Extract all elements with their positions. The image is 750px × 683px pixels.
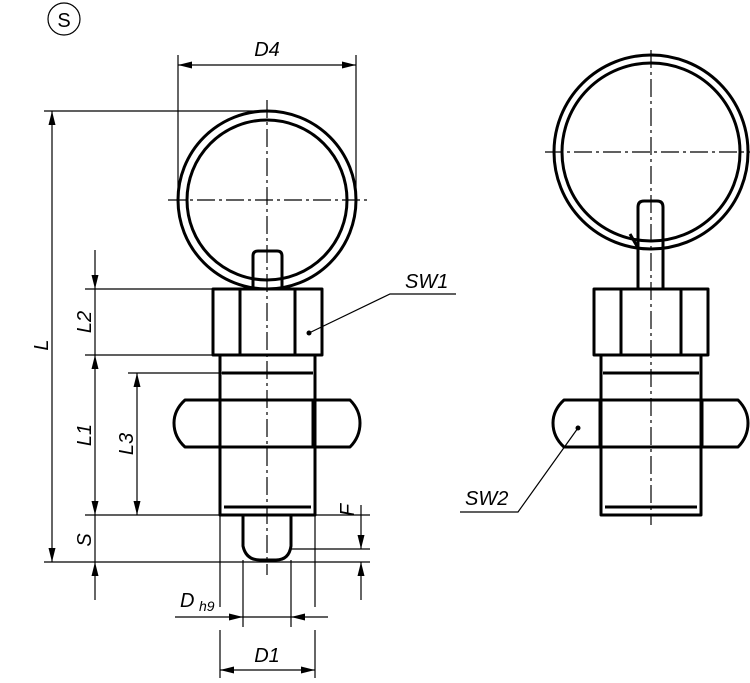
dimensions: D4 L L2 L1 L3 S F D h9 D1 [31,39,581,678]
dim-D: D [180,590,194,612]
dim-S: S [74,533,96,547]
front-view [545,50,750,525]
stainless-symbol: S [47,2,81,36]
lock-nut [172,398,362,449]
dim-SW2: SW2 [465,488,508,510]
dim-F: F [337,502,359,516]
plunger-pin [241,515,293,562]
dim-L3: L3 [116,433,138,455]
dim-L2: L2 [74,311,96,333]
dim-D-tolerance: h9 [199,598,215,614]
dim-D4: D4 [254,39,280,61]
dim-D1: D1 [254,645,280,667]
dim-L1: L1 [74,424,96,446]
side-view [168,100,368,575]
svg-text:S: S [57,10,70,32]
dim-L: L [31,339,53,350]
dim-SW1: SW1 [405,271,448,293]
